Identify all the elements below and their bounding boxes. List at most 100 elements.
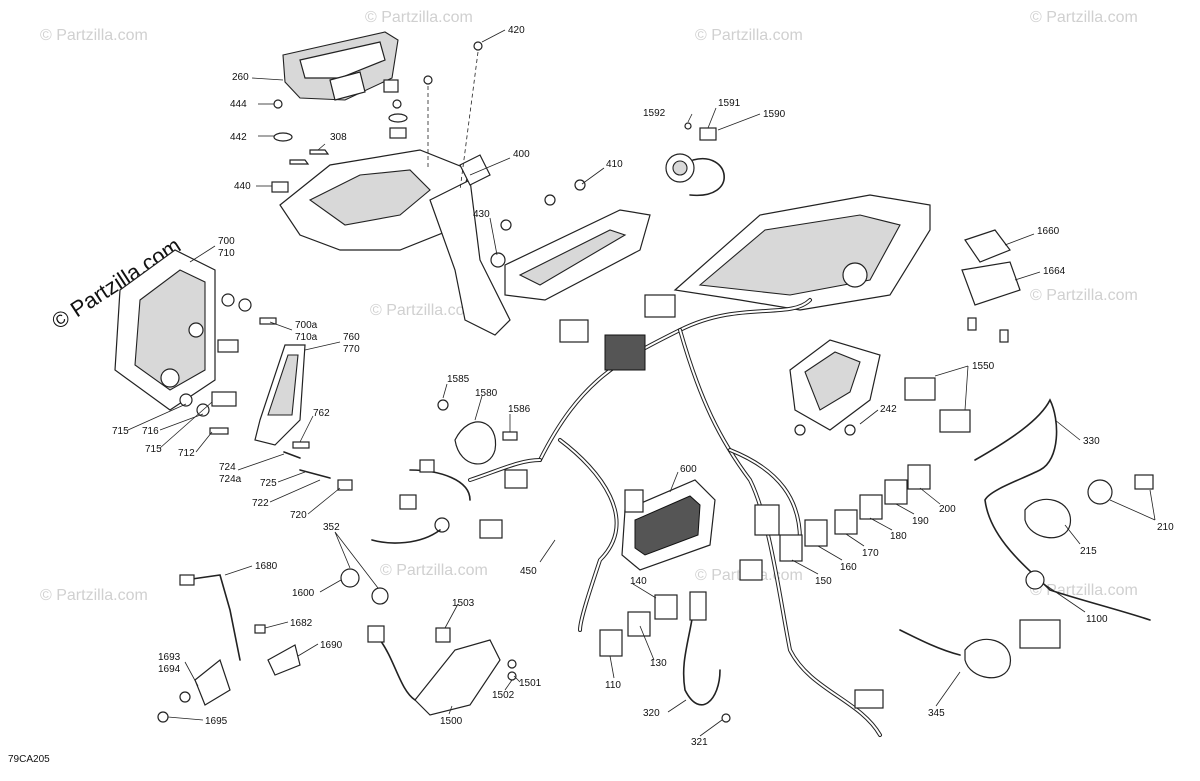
callout-label: 345 [928, 708, 945, 719]
callout-layer: 420 260 444 442 308 440 400 410 430 1592… [112, 25, 1174, 748]
bolt-1695 [157, 711, 169, 723]
nut-410a [544, 194, 556, 206]
bolt-242a [794, 424, 806, 436]
callout-label: 440 [234, 181, 251, 192]
connector-200 [907, 464, 931, 490]
unit-1500 [414, 639, 501, 716]
callout-label: 1503 [452, 598, 475, 609]
nut-1585 [437, 399, 449, 411]
callout-label: 450 [520, 566, 537, 577]
callout-label: 442 [230, 132, 247, 143]
cover-emblem [329, 71, 366, 101]
leader [1109, 489, 1156, 521]
grommet-a [434, 517, 450, 533]
connector-lead-b [419, 459, 435, 473]
leader [224, 565, 253, 576]
callout-label: 715 [145, 444, 162, 455]
callout-label: 130 [650, 658, 667, 669]
leader [707, 107, 717, 129]
leader [448, 705, 453, 715]
leader [539, 539, 556, 563]
wire-330 [974, 398, 1151, 621]
bracket-1503 [435, 627, 451, 643]
leader [791, 559, 819, 575]
leader [859, 409, 879, 425]
watermark: © Partzilla.com [1030, 287, 1138, 304]
wire-345 [899, 629, 961, 656]
screw-308b [309, 149, 330, 155]
switch-210b [1134, 474, 1154, 490]
callout-label: 352 [323, 522, 340, 533]
pin-725 [299, 469, 331, 479]
sensor-1590-lead [689, 157, 725, 196]
nut-430 [490, 252, 506, 268]
watermark: © Partzilla.com [1030, 582, 1138, 599]
leader [869, 517, 893, 531]
leader [845, 533, 865, 547]
leader [167, 716, 204, 721]
harness-branch-2-core [469, 459, 541, 481]
callout-label: 150 [815, 576, 832, 587]
leader [307, 487, 341, 515]
callout-label: 1590 [763, 109, 786, 120]
connector-170 [834, 509, 858, 535]
harness-connector-a [559, 319, 589, 343]
harness-connector-e [754, 504, 780, 536]
cluster-connector [624, 489, 644, 513]
callout-label: 1682 [290, 618, 313, 629]
callout-label: 1680 [255, 561, 278, 572]
watermark: © Partzilla.com [365, 9, 473, 26]
clip-440 [271, 181, 289, 193]
callout-label: 710 [218, 248, 235, 259]
callout-label: 242 [880, 404, 897, 415]
module-345 [964, 638, 1011, 679]
callout-label: 410 [606, 159, 623, 170]
callout-label: 700a [295, 320, 318, 331]
sensor-1590-core [672, 160, 688, 176]
callout-label: 700 [218, 236, 235, 247]
bracket-242-inner [804, 351, 861, 411]
cover-top [299, 41, 386, 79]
screw-c [423, 75, 433, 85]
callout-label: 1500 [440, 716, 463, 727]
leader [919, 487, 941, 505]
leader [481, 29, 506, 43]
callout-label: 724a [219, 474, 242, 485]
callout-label: 770 [343, 344, 360, 355]
callout-label: 210 [1157, 522, 1174, 533]
leader [299, 415, 314, 443]
nut-1501 [507, 671, 517, 681]
leader [444, 603, 459, 629]
cluster-600-screen [634, 495, 701, 556]
callout-label: 444 [230, 99, 247, 110]
washer-row-1 [221, 293, 235, 307]
connector-160 [804, 519, 828, 547]
connector-150 [779, 534, 803, 562]
leader [474, 395, 483, 421]
sensor-1660 [964, 229, 1011, 263]
callout-label: 715 [112, 426, 129, 437]
washer-715 [179, 393, 193, 407]
leader [639, 625, 655, 661]
callout-label: 720 [290, 510, 307, 521]
bracket-1664 [961, 261, 1021, 306]
connector-140 [654, 594, 678, 620]
harness-branch-1 [558, 438, 619, 632]
link-1690 [267, 644, 301, 676]
bolt-1586 [502, 431, 518, 441]
leader [895, 503, 915, 515]
leader [184, 661, 199, 687]
leader [469, 157, 511, 176]
module-700-knob2 [188, 322, 204, 338]
leader [817, 545, 843, 561]
callout-label: 1690 [320, 640, 343, 651]
relay-1550b [939, 409, 971, 433]
callout-label: 725 [260, 478, 277, 489]
callout-label: 712 [178, 448, 195, 459]
callout-label: 1695 [205, 716, 228, 727]
callout-label: 600 [680, 464, 697, 475]
leader [609, 655, 615, 679]
callout-label: 320 [643, 708, 660, 719]
